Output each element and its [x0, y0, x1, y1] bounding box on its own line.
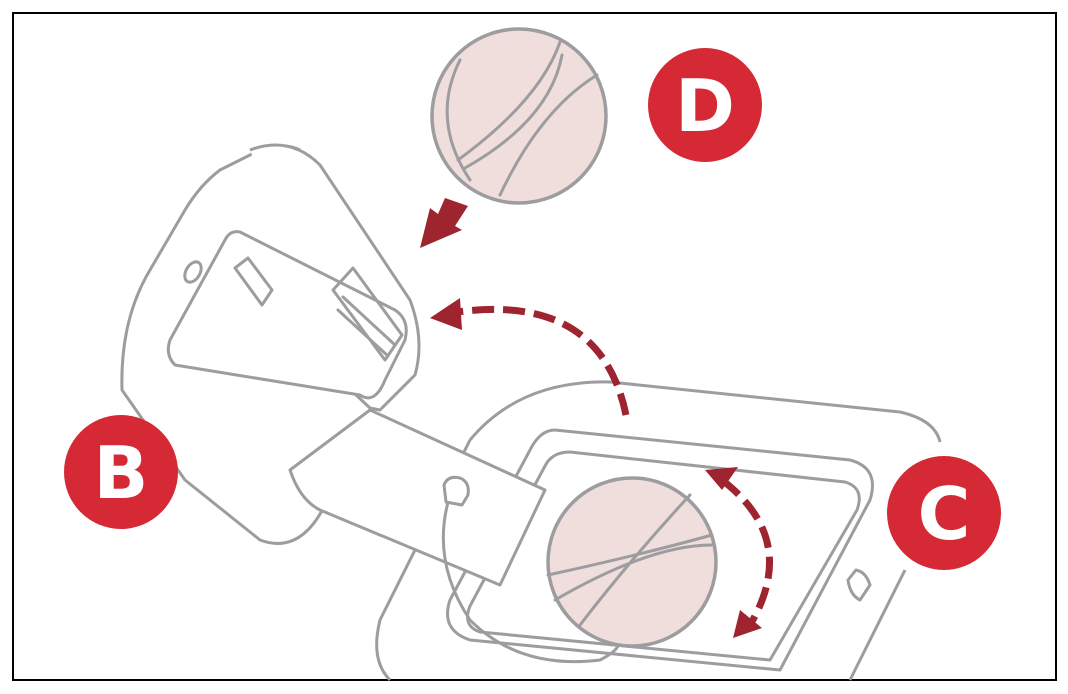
rotate-cap-arrow — [705, 467, 773, 638]
badge-c: C — [887, 456, 1001, 570]
insert-cap-arrow — [420, 198, 468, 248]
badge-b-label: B — [94, 431, 149, 515]
fuel-door — [120, 143, 622, 664]
open-door-arrow — [430, 298, 630, 416]
installed-fuel-cap — [546, 476, 718, 648]
badge-d-label: D — [675, 64, 735, 148]
badge-b: B — [64, 415, 178, 529]
badge-d: D — [648, 48, 762, 162]
badge-c-label: C — [918, 472, 971, 556]
removed-fuel-cap — [430, 27, 608, 205]
